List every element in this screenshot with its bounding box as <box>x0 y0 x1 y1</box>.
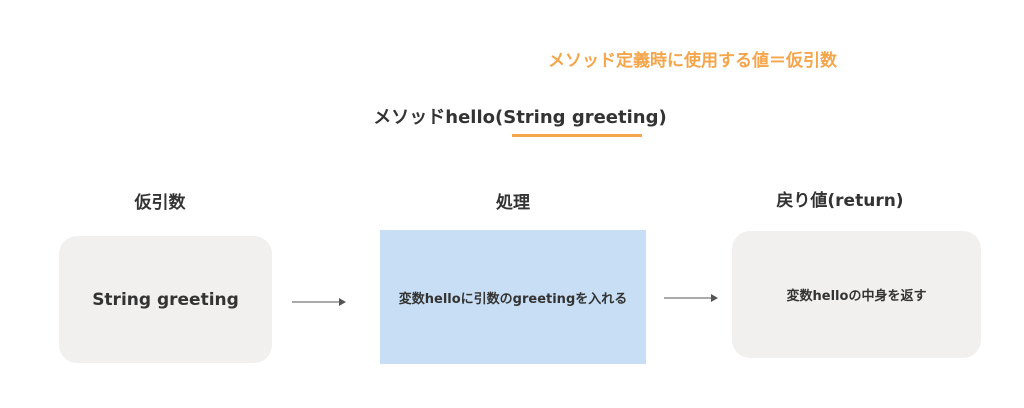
params-label: 仮引数 <box>134 193 186 213</box>
return-label: 戻り値(return) <box>776 191 904 211</box>
process-box-text: 変数helloに引数のgreetingを入れる <box>398 291 628 307</box>
title-underline <box>512 134 642 137</box>
return-box-text: 変数helloの中身を返す <box>786 289 927 304</box>
arrow-right-icon <box>664 294 718 302</box>
arrow-right-icon <box>292 298 346 306</box>
params-box: String greeting <box>59 236 272 363</box>
method-title: メソッドhello(String greeting) <box>373 107 667 128</box>
params-box-text: String greeting <box>92 289 239 310</box>
return-box: 変数helloの中身を返す <box>732 231 981 358</box>
process-label: 処理 <box>496 193 530 213</box>
annotation-text: メソッド定義時に使用する値＝仮引数 <box>548 51 837 71</box>
process-box: 変数helloに引数のgreetingを入れる <box>380 230 646 364</box>
